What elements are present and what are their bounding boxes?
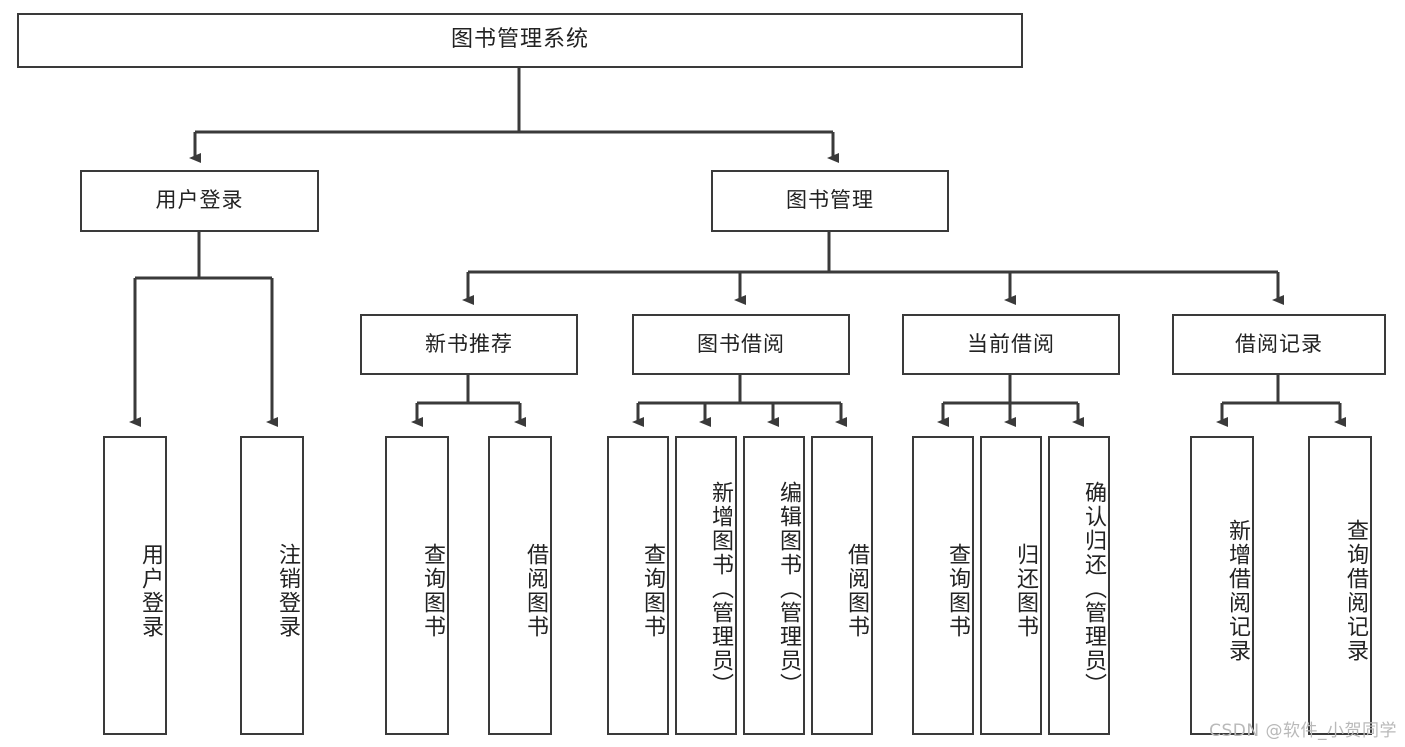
node-current-borrow[interactable]: 当前借阅 [902, 314, 1120, 375]
node-new-book-recommend[interactable]: 新书推荐 [360, 314, 578, 375]
node-label: 确认归还（管理员） [1081, 480, 1106, 697]
node-label: 查询图书 [420, 542, 445, 639]
leaf-current-confirm-return-admin[interactable]: 确认归还（管理员） [1048, 436, 1110, 735]
leaf-current-return-book[interactable]: 归还图书 [980, 436, 1042, 735]
node-label: 查询图书 [640, 542, 665, 639]
leaf-user-login-login[interactable]: 用户登录 [103, 436, 167, 735]
node-label: 查询图书 [945, 542, 970, 639]
node-user-login[interactable]: 用户登录 [80, 170, 319, 232]
watermark-text: CSDN @软件_小贺同学 [1209, 721, 1397, 741]
node-label: 图书管理 [786, 188, 874, 213]
node-book-management[interactable]: 图书管理 [711, 170, 949, 232]
leaf-user-login-logout[interactable]: 注销登录 [240, 436, 304, 735]
node-label: 归还图书 [1013, 542, 1038, 639]
node-label: 图书借阅 [697, 331, 785, 356]
node-book-borrow[interactable]: 图书借阅 [632, 314, 850, 375]
leaf-records-query-record[interactable]: 查询借阅记录 [1308, 436, 1372, 735]
leaf-records-add-record[interactable]: 新增借阅记录 [1190, 436, 1254, 735]
node-borrow-records[interactable]: 借阅记录 [1172, 314, 1386, 375]
node-label: 借阅记录 [1235, 331, 1323, 356]
leaf-recommend-borrow-book[interactable]: 借阅图书 [488, 436, 552, 735]
node-label: 新增借阅记录 [1225, 518, 1250, 663]
node-label: 新增图书（管理员） [708, 480, 733, 697]
node-label: 借阅图书 [844, 542, 869, 639]
node-label: 用户登录 [138, 542, 163, 639]
node-root-system[interactable]: 图书管理系统 [17, 13, 1023, 68]
leaf-borrow-add-book-admin[interactable]: 新增图书（管理员） [675, 436, 737, 735]
node-label: 用户登录 [155, 188, 244, 213]
node-label: 编辑图书（管理员） [776, 480, 801, 697]
node-label: 借阅图书 [523, 542, 548, 639]
node-label: 新书推荐 [425, 331, 513, 356]
leaf-borrow-query-book[interactable]: 查询图书 [607, 436, 669, 735]
leaf-borrow-edit-book-admin[interactable]: 编辑图书（管理员） [743, 436, 805, 735]
leaf-recommend-query-book[interactable]: 查询图书 [385, 436, 449, 735]
leaf-current-query-book[interactable]: 查询图书 [912, 436, 974, 735]
node-label: 图书管理系统 [450, 27, 589, 53]
node-label: 当前借阅 [967, 331, 1055, 356]
node-label: 查询借阅记录 [1343, 518, 1368, 663]
leaf-borrow-borrow-book[interactable]: 借阅图书 [811, 436, 873, 735]
node-label: 注销登录 [275, 542, 300, 639]
